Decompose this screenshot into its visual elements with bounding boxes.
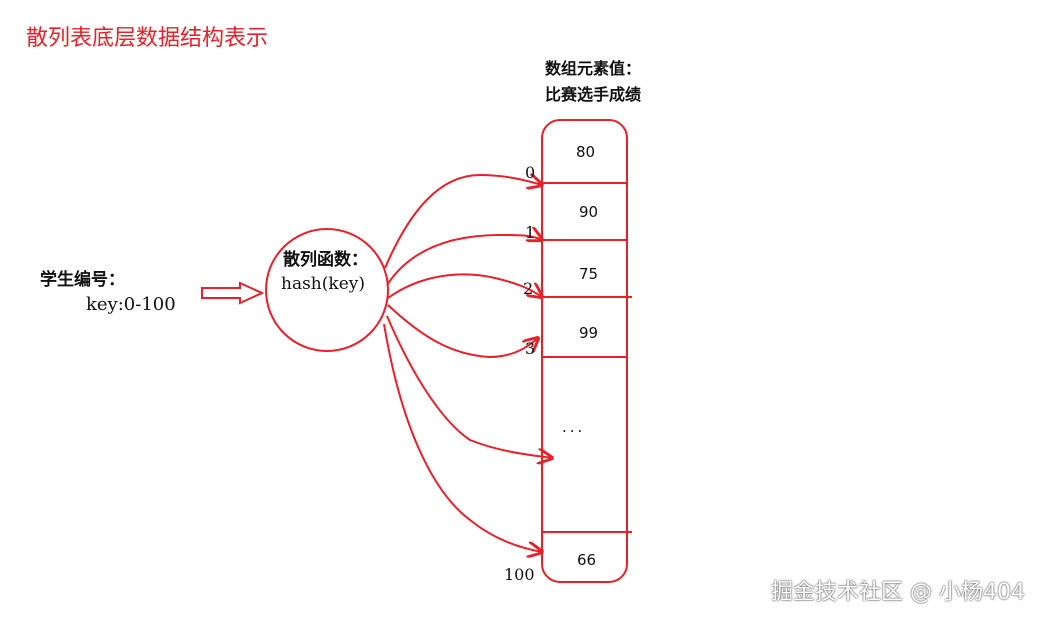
- arrow-to-slot-2: [387, 273, 542, 298]
- cell-value-1: 90: [579, 203, 599, 221]
- cell-value-2: 75: [579, 265, 599, 283]
- diagram-title: 散列表底层数据结构表示: [26, 26, 269, 51]
- hash-function-circle: [265, 228, 389, 352]
- cell-value-3: 99: [579, 324, 599, 342]
- cell-value-100: 66: [577, 551, 597, 569]
- arrow-to-slot-0: [384, 175, 542, 269]
- input-label: 学生编号：: [40, 270, 125, 290]
- index-label-100: 100: [504, 565, 535, 584]
- cell-value-0: 80: [576, 143, 596, 161]
- arrow-to-slot-1: [386, 235, 542, 286]
- arrow-to-slot-ellipsis: [386, 315, 552, 458]
- input-range: key:0-100: [86, 294, 176, 315]
- array-header: 数组元素值： 比赛选手成绩: [545, 56, 641, 108]
- array-container: [541, 119, 628, 583]
- array-header-line2: 比赛选手成绩: [545, 85, 642, 104]
- hash-function-label: 散列函数：: [283, 250, 368, 270]
- index-label-1: 1: [525, 223, 536, 242]
- watermark: 掘金技术社区 @ 小杨404: [771, 580, 1025, 605]
- mapping-arrows: [383, 175, 552, 552]
- arrow-to-slot-100: [383, 323, 542, 552]
- index-label-0: 0: [525, 163, 536, 182]
- index-label-3: 3: [525, 339, 536, 358]
- cell-value-ellipsis: ...: [562, 418, 586, 436]
- hash-function-expression: hash(key): [281, 274, 365, 294]
- array-header-line1: 数组元素值：: [545, 59, 642, 78]
- arrow-to-slot-3: [387, 304, 538, 359]
- index-label-2: 2: [523, 279, 534, 298]
- input-arrow: [201, 281, 265, 305]
- cell-dividers: [542, 182, 632, 533]
